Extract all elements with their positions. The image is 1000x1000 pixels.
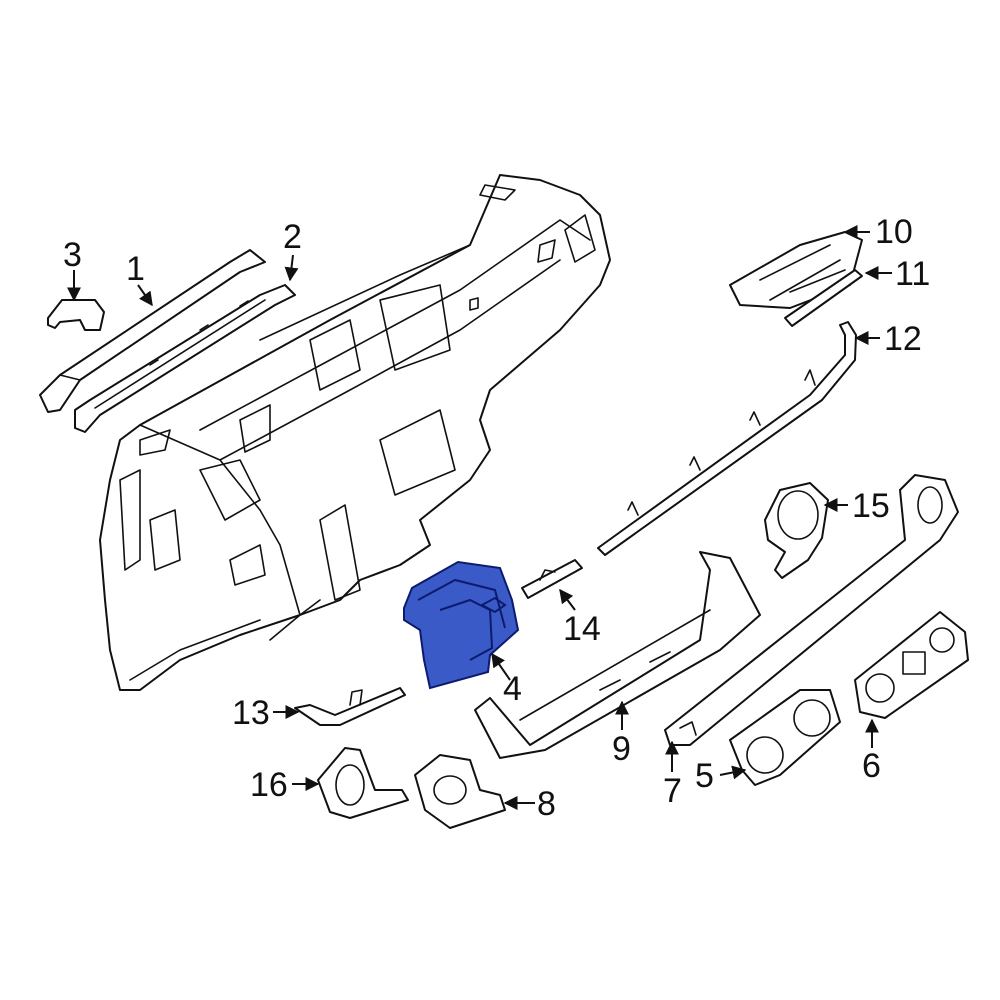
instrument-panel <box>99 174 611 691</box>
callout-labels: 1 2 3 4 5 6 7 8 9 10 11 12 13 14 15 16 <box>63 213 930 823</box>
callout-2: 2 <box>283 218 302 256</box>
part-13-bracket-strip <box>294 687 406 726</box>
callout-3: 3 <box>63 236 82 274</box>
part-8-bracket <box>414 754 506 829</box>
part-4-glove-box <box>403 560 520 690</box>
callout-5: 5 <box>695 757 714 795</box>
part-3-cover <box>47 299 105 331</box>
callout-13: 13 <box>232 694 270 732</box>
callout-16: 16 <box>250 766 288 804</box>
callout-6: 6 <box>862 747 881 785</box>
callout-4: 4 <box>503 670 522 708</box>
callout-8: 8 <box>537 785 556 823</box>
part-1-trim <box>39 249 266 413</box>
part-7-long-trim <box>664 474 959 746</box>
part-15-vent-housing <box>764 482 829 579</box>
callout-14: 14 <box>563 610 601 648</box>
part-9-lower-trim <box>474 551 761 759</box>
callout-11: 11 <box>895 255 930 293</box>
leader-lines <box>67 225 892 810</box>
part-11-strip <box>784 269 863 327</box>
callout-15: 15 <box>852 487 890 525</box>
callout-7: 7 <box>663 772 682 810</box>
callout-1: 1 <box>126 250 145 288</box>
part-2-duct <box>74 284 296 433</box>
part-5-vent-bezel <box>729 689 841 786</box>
part-12-rail <box>597 321 857 556</box>
callout-10: 10 <box>875 213 913 251</box>
callout-9: 9 <box>612 730 631 768</box>
part-10-vent-grille <box>729 231 863 309</box>
callout-12: 12 <box>884 320 922 358</box>
part-14-bracket <box>521 559 583 599</box>
part-16-vent-housing <box>317 747 409 819</box>
part-6-vent-panel <box>854 611 969 719</box>
